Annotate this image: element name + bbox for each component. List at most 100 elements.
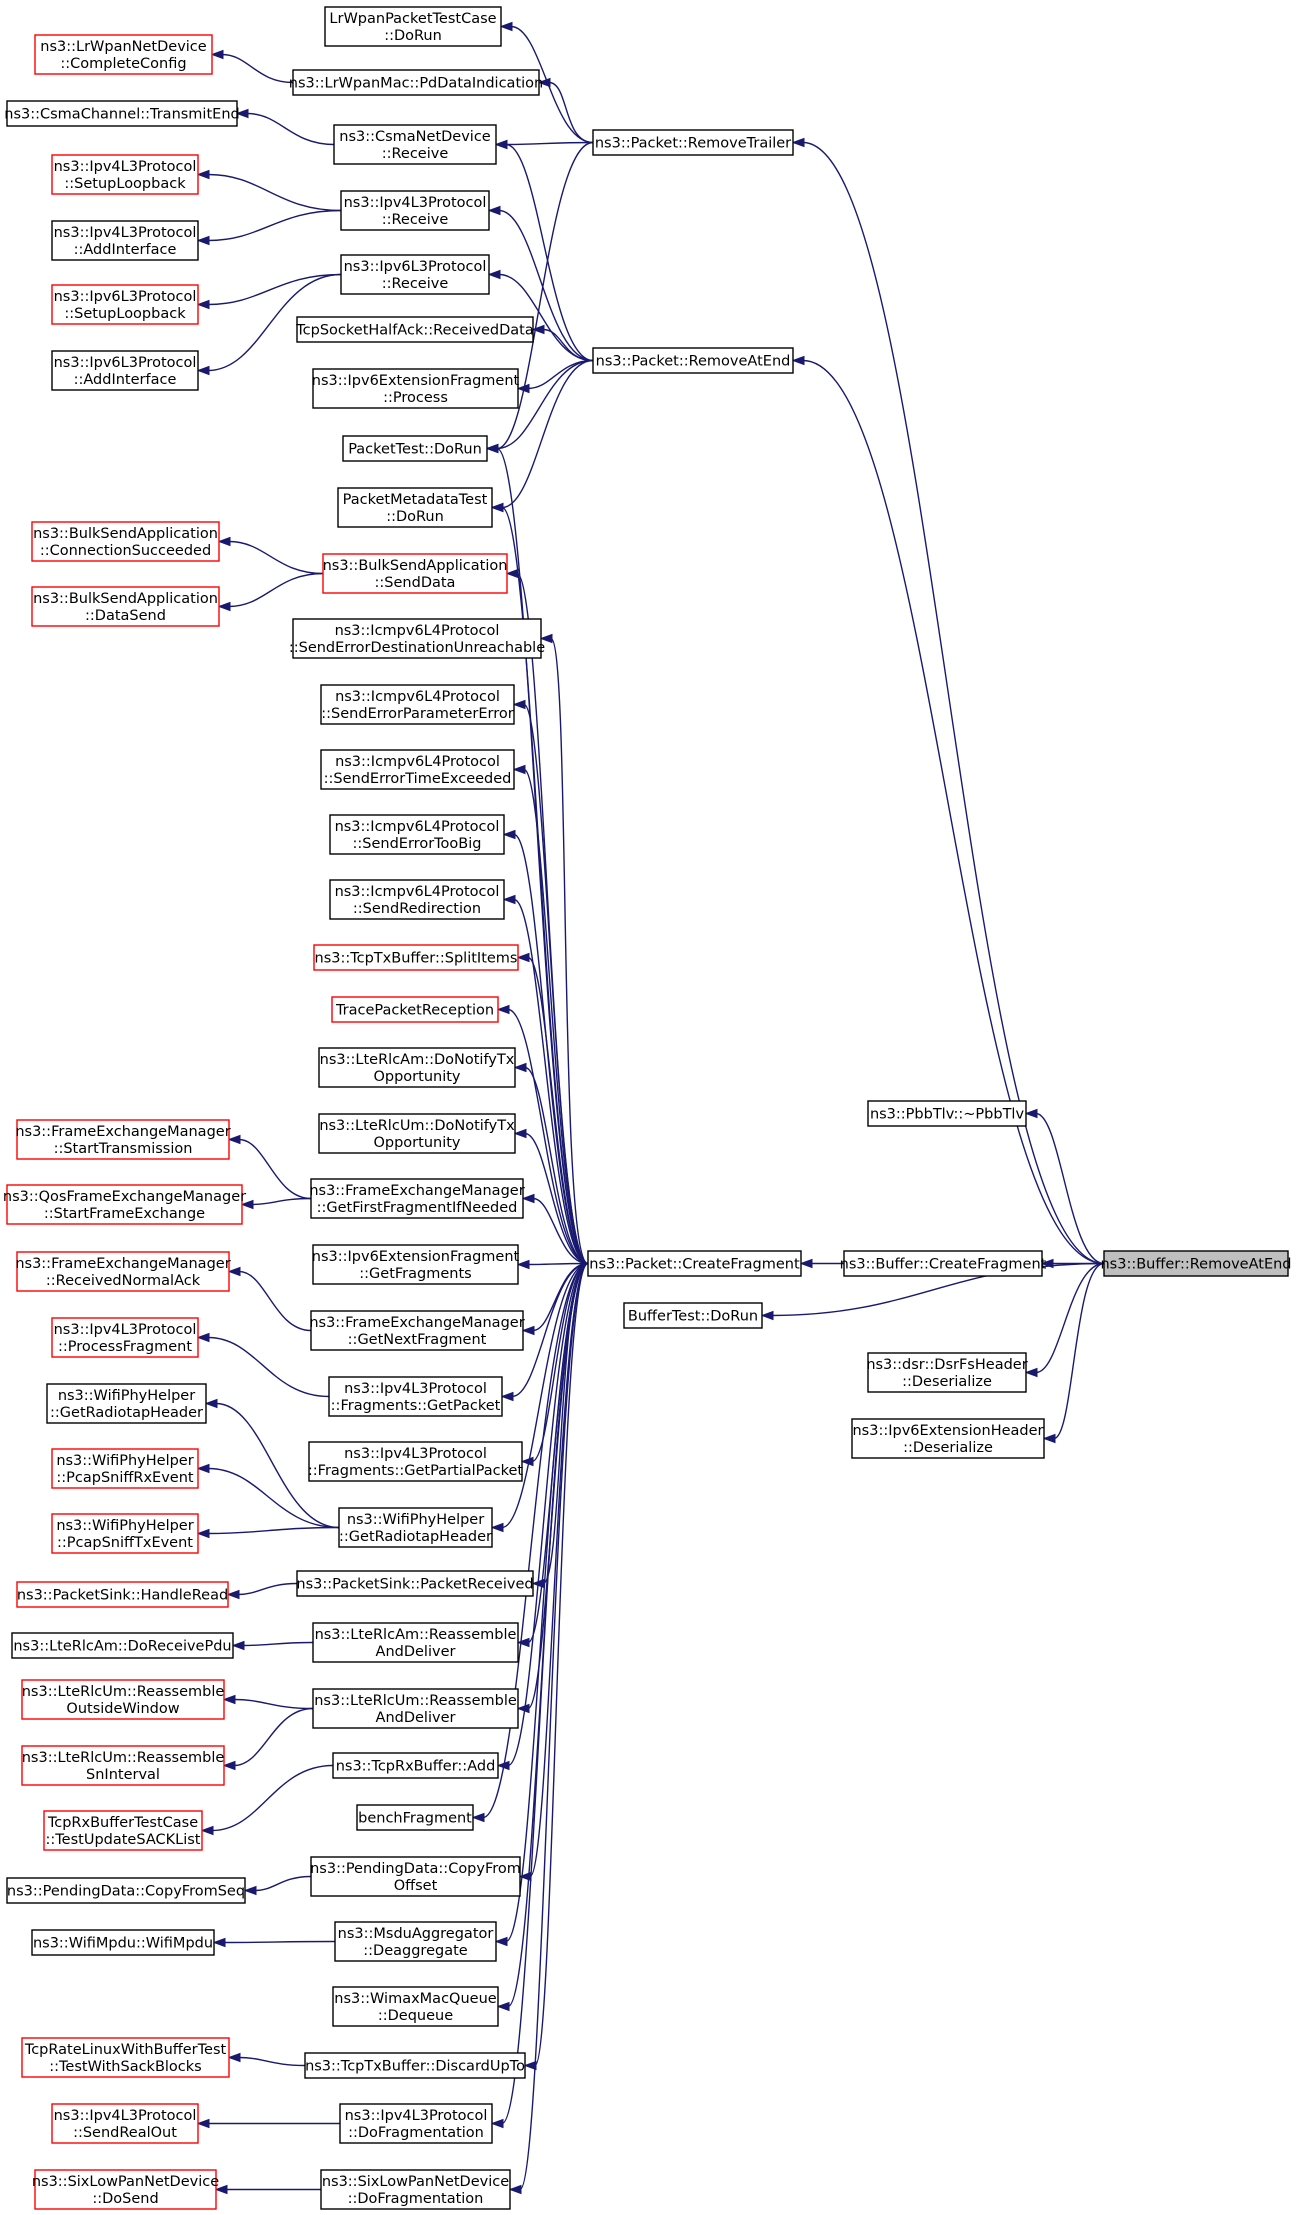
graph-node[interactable]: ns3::WifiPhyHelper::PcapSniffTxEvent (51, 1513, 199, 1554)
graph-node[interactable]: BufferTest::DoRun (623, 1302, 763, 1329)
graph-node[interactable]: ns3::MsduAggregator::Deaggregate (334, 1921, 497, 1962)
node-label: ns3::Ipv4L3Protocol (54, 159, 197, 175)
graph-node[interactable]: ns3::BulkSendApplication::DataSend (31, 586, 220, 627)
node-box (340, 254, 490, 295)
graph-node[interactable]: ns3::QosFrameExchangeManager::StartFrame… (3, 1184, 246, 1225)
graph-node[interactable]: PacketTest::DoRun (342, 435, 488, 462)
graph-node[interactable]: ns3::SixLowPanNetDevice::DoFragmentation (320, 2169, 511, 2210)
edge-arrowhead (196, 1528, 210, 1539)
edge-arrowhead (222, 1694, 236, 1705)
call-edge (548, 81, 594, 144)
graph-node[interactable]: TcpRxBufferTestCase::TestUpdateSACKList (43, 1810, 203, 1851)
graph-node[interactable]: ns3::Ipv4L3Protocol::Fragments::GetParti… (308, 1441, 524, 1482)
graph-node[interactable]: ns3::TcpTxBuffer::DiscardUpTo (304, 2052, 526, 2079)
call-edge (511, 1262, 589, 1398)
graph-node[interactable]: ns3::WifiPhyHelper::PcapSniffRxEvent (51, 1448, 199, 1489)
graph-node[interactable]: ns3::FrameExchangeManager::StartTransmis… (15, 1119, 231, 1160)
call-edge (221, 53, 294, 84)
node-label: ns3::Icmpv6L4Protocol (335, 689, 500, 705)
graph-node[interactable]: ns3::Ipv6ExtensionFragment::GetFragments (312, 1244, 520, 1285)
node-label: ::ReceivedNormalAck (46, 1273, 201, 1289)
edge-arrowhead (508, 2184, 522, 2195)
graph-node[interactable]: ns3::Buffer::CreateFragment (840, 1250, 1047, 1277)
node-label: ::ConnectionSucceeded (40, 543, 211, 559)
graph-node[interactable]: ns3::WimaxMacQueue::Dequeue (332, 1986, 499, 2027)
graph-node[interactable]: ns3::Ipv4L3Protocol::SendRealOut (51, 2103, 199, 2144)
graph-node[interactable]: ns3::CsmaNetDevice::Receive (333, 124, 497, 165)
graph-node[interactable]: ns3::FrameExchangeManager::GetNextFragme… (309, 1310, 525, 1351)
node-box (1103, 1250, 1289, 1277)
graph-node[interactable]: ns3::TcpTxBuffer::SplitItems (313, 944, 519, 971)
edge-arrowhead (516, 383, 530, 394)
node-box (322, 553, 508, 594)
graph-node[interactable]: ns3::Icmpv6L4Protocol::SendErrorTooBig (329, 814, 505, 855)
graph-node[interactable]: ns3::LrWpanNetDevice::CompleteConfig (34, 34, 213, 75)
graph-node[interactable]: ns3::LrWpanMac::PdDataIndication (289, 69, 543, 96)
graph-node[interactable]: benchFragment (356, 1804, 474, 1831)
graph-node[interactable]: ns3::Packet::RemoveTrailer (592, 129, 794, 156)
graph-node[interactable]: ns3::PacketSink::PacketReceived (296, 1570, 534, 1597)
graph-node[interactable]: ns3::FrameExchangeManager::GetFirstFragm… (309, 1178, 525, 1219)
node-label: ::CompleteConfig (60, 56, 186, 72)
call-edge (523, 703, 589, 1265)
node-label: ns3::PendingData::CopyFrom (310, 1861, 521, 1877)
graph-node[interactable]: ns3::BulkSendApplication::ConnectionSucc… (31, 521, 220, 562)
graph-node[interactable]: ns3::Ipv6L3Protocol::Receive (340, 254, 490, 295)
graph-node[interactable]: ns3::WifiPhyHelper::GetRadiotapHeader (46, 1383, 207, 1424)
graph-node[interactable]: ns3::Icmpv6L4Protocol::SendErrorDestinat… (289, 618, 545, 659)
graph-node[interactable]: ns3::PendingData::CopyFromSeq (6, 1877, 246, 1904)
graph-node[interactable]: TracePacketReception (331, 996, 499, 1023)
graph-node[interactable]: ns3::dsr::DsrFsHeader::Deserialize (866, 1352, 1028, 1393)
graph-node[interactable]: ns3::Icmpv6L4Protocol::SendRedirection (329, 879, 505, 920)
node-box (6, 1877, 246, 1904)
graph-node[interactable]: ns3::Ipv4L3Protocol::SetupLoopback (51, 154, 199, 195)
graph-node[interactable]: ns3::Packet::RemoveAtEnd (592, 347, 794, 374)
graph-node[interactable]: ns3::Ipv6ExtensionHeader::Deserialize (851, 1418, 1045, 1459)
graph-node[interactable]: TcpSocketHalfAck::ReceivedData (295, 316, 534, 343)
node-label: ::Deserialize (903, 1440, 993, 1456)
graph-node[interactable]: ns3::TcpRxBuffer::Add (332, 1752, 499, 1779)
graph-node[interactable]: ns3::Buffer::RemoveAtEnd (1100, 1250, 1292, 1277)
graph-node[interactable]: ns3::Ipv6L3Protocol::AddInterface (51, 350, 199, 391)
graph-node[interactable]: ns3::Ipv6ExtensionFragment::Process (312, 368, 520, 409)
graph-node[interactable]: ns3::FrameExchangeManager::ReceivedNorma… (15, 1251, 231, 1292)
graph-node[interactable]: ns3::Ipv4L3Protocol::AddInterface (51, 220, 199, 261)
graph-node[interactable]: ns3::Ipv4L3Protocol::ProcessFragment (51, 1317, 199, 1358)
node-label: ns3::WifiPhyHelper (56, 1453, 193, 1469)
graph-node[interactable]: ns3::CsmaChannel::TransmitEnd (4, 100, 240, 127)
graph-node[interactable]: ns3::SixLowPanNetDevice::DoSend (32, 2169, 219, 2210)
graph-node[interactable]: ns3::Ipv4L3Protocol::Receive (340, 190, 490, 231)
node-box (51, 1513, 199, 1554)
node-label: PacketMetadataTest (343, 492, 488, 508)
call-edge (482, 1262, 589, 1819)
edge-arrowhead (487, 205, 501, 216)
graph-node[interactable]: ns3::Ipv4L3Protocol::Fragments::GetPacke… (328, 1376, 503, 1417)
graph-node[interactable]: ns3::Icmpv6L4Protocol::SendErrorParamete… (320, 684, 515, 725)
graph-node[interactable]: ns3::Ipv6L3Protocol::SetupLoopback (51, 284, 199, 325)
node-box (333, 124, 497, 165)
graph-node[interactable]: TcpRateLinuxWithBufferTest::TestWithSack… (21, 2037, 230, 2078)
graph-node[interactable]: ns3::Ipv4L3Protocol::DoFragmentation (339, 2103, 493, 2144)
node-box (623, 1302, 763, 1329)
node-label: ns3::Ipv4L3Protocol (54, 2108, 197, 2124)
graph-node[interactable]: ns3::WifiPhyHelper::GetRadiotapHeader (338, 1507, 493, 1548)
node-label: ::DoRun (386, 509, 444, 525)
graph-node[interactable]: LrWpanPacketTestCase::DoRun (324, 6, 502, 47)
graph-node[interactable]: ns3::Packet::CreateFragment (587, 1250, 802, 1277)
graph-node[interactable]: ns3::PbbTlv::~PbbTlv (867, 1100, 1027, 1127)
graph-node[interactable]: ns3::PacketSink::HandleRead (16, 1581, 229, 1608)
graph-node[interactable]: ns3::WifiMpdu::WifiMpdu (31, 1929, 215, 1956)
graph-node[interactable]: ns3::Icmpv6L4Protocol::SendErrorTimeExce… (320, 749, 515, 790)
graph-node[interactable]: ns3::LteRlcAm::DoReceivePdu (11, 1632, 234, 1659)
call-edge (501, 1262, 589, 1529)
graph-node[interactable]: ns3::BulkSendApplication::SendData (322, 553, 508, 594)
call-edge (527, 1262, 589, 1266)
graph-node[interactable]: PacketMetadataTest::DoRun (337, 487, 493, 528)
